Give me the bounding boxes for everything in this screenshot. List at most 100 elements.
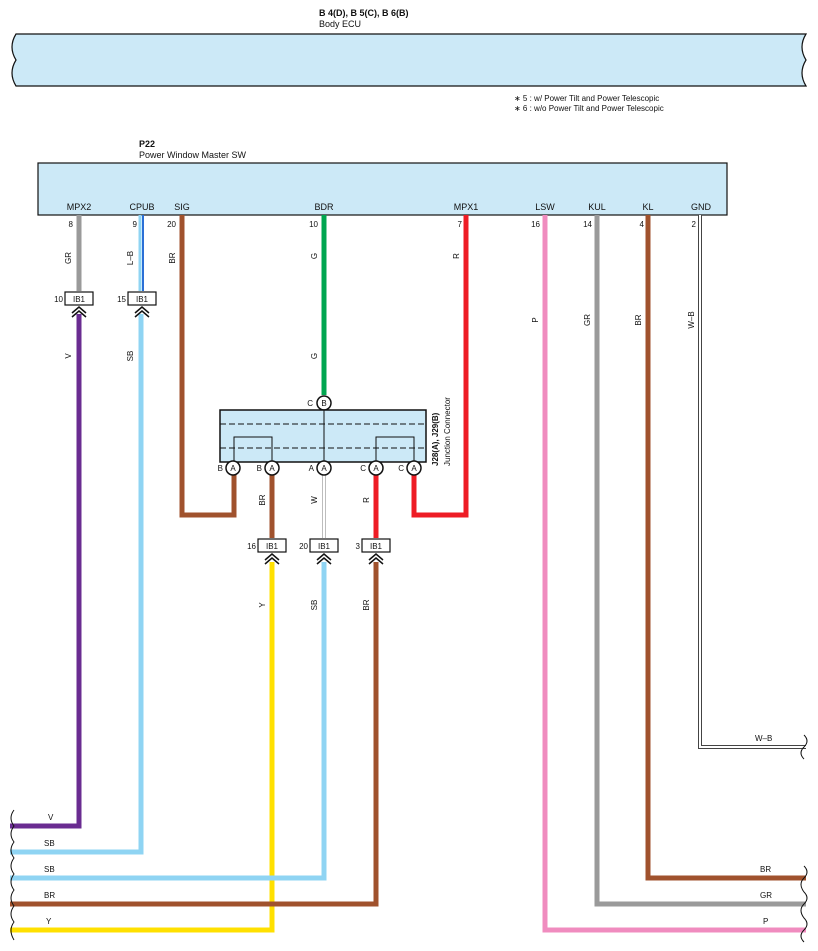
pin-num-bdr: 10 — [309, 220, 318, 229]
bottom-right-label-br: BR — [760, 865, 771, 874]
bottom-right-label-gr: GR — [760, 891, 772, 900]
wire-label-mpx1: R — [452, 253, 461, 259]
pin-num-mpx2: 8 — [69, 220, 74, 229]
junction-top-pin-label: B — [321, 399, 326, 408]
wire-kul-gr — [594, 215, 806, 907]
bottom-right-label-wb: W–B — [755, 734, 772, 743]
connector-arrow-icon — [71, 306, 87, 318]
connector-arrow-icon — [134, 306, 150, 318]
connector-arrow-icon — [368, 553, 384, 565]
bottom-left-label-v: V — [48, 813, 54, 822]
wire-br-lower — [10, 562, 379, 907]
wire-label-junction-w: W — [310, 496, 319, 504]
junction-pin3-side: A — [309, 464, 315, 473]
wire-lsw-p — [542, 215, 806, 933]
wire-label-lsw: P — [531, 317, 540, 322]
pin-label-kul: KUL — [588, 202, 606, 212]
bottom-left-label-sb2: SB — [44, 865, 55, 874]
junction-code: J28(A), J29(B) — [431, 412, 440, 466]
pin-num-sig: 20 — [167, 220, 176, 229]
connector-arrow-icon — [264, 553, 280, 565]
ib1-num-cpub: 15 — [117, 295, 126, 304]
junction-connector-box — [219, 409, 427, 463]
bottom-left-label-sb1: SB — [44, 839, 55, 848]
ib1-connector-cpub: 15 IB1 — [117, 291, 157, 318]
junction-pin1-side: B — [218, 464, 223, 473]
pin-label-mpx2: MPX2 — [67, 202, 92, 212]
wire-label-sig: BR — [168, 252, 177, 263]
wire-mpx2-v — [10, 314, 82, 829]
pin-num-kul: 14 — [583, 220, 592, 229]
pin-num-mpx1: 7 — [458, 220, 463, 229]
wire-label-kl: BR — [634, 314, 643, 325]
ib1-connector-20: 20 IB1 — [299, 538, 339, 565]
junction-pin1-label: A — [230, 464, 236, 473]
left-break-mark — [10, 809, 15, 941]
body-ecu-box — [11, 33, 808, 87]
pin-label-sig: SIG — [174, 202, 190, 212]
junction-pin4 — [368, 460, 384, 476]
switch-name: Power Window Master SW — [139, 150, 247, 160]
junction-pin3 — [316, 460, 332, 476]
wire-sig-br — [179, 215, 237, 518]
junction-pin2-label: A — [269, 464, 275, 473]
ib1-label-mpx2: IB1 — [73, 295, 86, 304]
pin-label-gnd: GND — [691, 202, 712, 212]
wire-label-br-mid: BR — [362, 599, 371, 610]
pin-num-kl: 4 — [640, 220, 645, 229]
ib1-label-cpub: IB1 — [136, 295, 149, 304]
right-break-mark — [800, 865, 808, 943]
wire-label-cpub: L–B — [126, 251, 135, 265]
junction-pin5-side: C — [398, 464, 404, 473]
ib1-mid-label-20: IB1 — [318, 542, 331, 551]
wire-label-sb-mid: SB — [310, 600, 319, 611]
junction-pin4-label: A — [373, 464, 379, 473]
junction-pin2 — [264, 460, 280, 476]
pin-label-lsw: LSW — [535, 202, 555, 212]
junction-left-bus — [233, 436, 273, 468]
ib1-mid-num-20: 20 — [299, 542, 308, 551]
junction-pin5 — [406, 460, 422, 476]
wire-gnd-wb-outer — [698, 215, 806, 749]
junction-pin5-label: A — [411, 464, 417, 473]
pin-num-cpub: 9 — [133, 220, 138, 229]
wire-label-y: Y — [258, 602, 267, 608]
bottom-left-label-y: Y — [46, 917, 52, 926]
wire-label-sb-top: SB — [126, 351, 135, 362]
right-break-mark-gnd — [800, 734, 808, 760]
junction-top-side: C — [307, 399, 313, 408]
wire-label-mpx2: GR — [64, 252, 73, 264]
wire-sb-lower — [10, 562, 327, 881]
wire-kl-br — [645, 215, 806, 881]
wire-label-gnd: W–B — [687, 311, 696, 328]
ib1-mid-label-3: IB1 — [370, 542, 383, 551]
ecu-note-5: ∗ 5 : w/ Power Tilt and Power Telescopic — [514, 94, 659, 103]
ecu-name: Body ECU — [319, 19, 361, 29]
ib1-num-mpx2: 10 — [54, 295, 63, 304]
power-window-master-switch-box — [37, 162, 728, 216]
pin-label-bdr: BDR — [314, 202, 334, 212]
junction-pin2-side: B — [257, 464, 262, 473]
wire-label-v: V — [64, 353, 73, 359]
ib1-mid-num-3: 3 — [356, 542, 361, 551]
connector-arrow-icon — [316, 553, 332, 565]
bottom-left-label-br: BR — [44, 891, 55, 900]
wire-gnd-wb-inner — [699, 215, 806, 748]
wire-y — [10, 562, 275, 933]
ib1-connector-16: 16 IB1 — [247, 538, 287, 565]
wire-cpub-sb — [10, 314, 144, 855]
pin-num-gnd: 2 — [692, 220, 697, 229]
switch-code: P22 — [139, 139, 155, 149]
junction-pin3-label: A — [321, 464, 327, 473]
wire-label-kul: GR — [583, 314, 592, 326]
bottom-right-label-p: P — [763, 917, 768, 926]
ib1-mid-num-16: 16 — [247, 542, 256, 551]
wire-label-junction-r: R — [362, 497, 371, 503]
pin-label-mpx1: MPX1 — [454, 202, 479, 212]
wire-label-g-lower: G — [310, 353, 319, 359]
wire-mpx1-r — [411, 215, 469, 518]
junction-pin1 — [225, 460, 241, 476]
pin-label-cpub: CPUB — [129, 202, 154, 212]
wire-label-bdr: G — [310, 253, 319, 259]
